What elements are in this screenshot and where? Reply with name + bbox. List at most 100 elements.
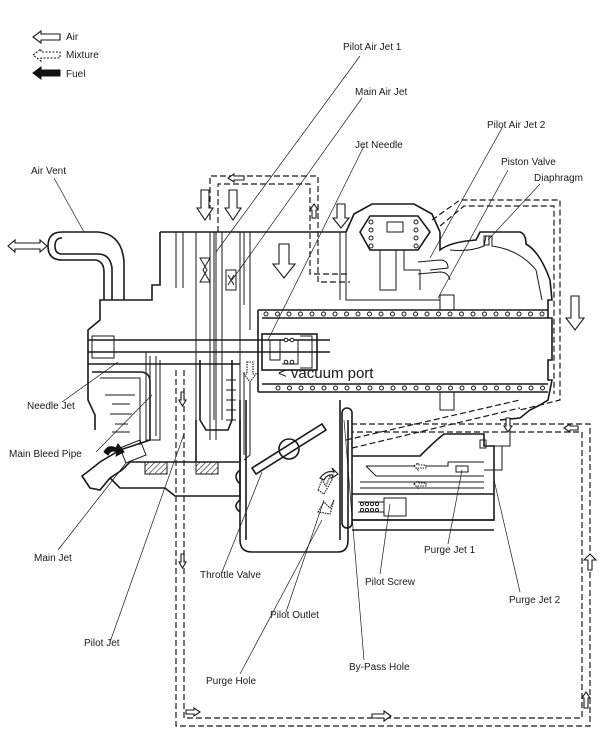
piston-hole [540, 385, 545, 391]
air-down-arrow-icon [195, 189, 215, 221]
piston-hole [482, 385, 488, 391]
label-jet-needle: Jet Needle [355, 140, 403, 151]
throttle-valve-plate [250, 422, 328, 476]
air-down-arrow-icon [223, 189, 243, 221]
piston-hole [390, 385, 396, 391]
carburetor-body [80, 231, 353, 553]
piston-hole [516, 311, 522, 317]
piston-hole [356, 385, 361, 391]
piston-hole [344, 385, 350, 391]
air-down-arrow-icon [331, 203, 351, 229]
air-down-arrow-icon [271, 243, 297, 279]
piston-hole [528, 385, 534, 391]
air-vent [7, 231, 125, 300]
piston-hole [493, 311, 499, 317]
label-diaphragm: Diaphragm [534, 173, 583, 184]
legend-air-label: Air [66, 32, 79, 43]
legend-mixture-label: Mixture [66, 50, 99, 61]
mixture-down-arrow-icon [242, 361, 258, 383]
label-needle-jet: Needle Jet [27, 401, 75, 412]
piston-hole [378, 311, 384, 317]
air-down-arrow-icon [502, 417, 514, 433]
piston-hole [505, 311, 510, 317]
piston-hole [379, 385, 384, 391]
piston-hole [528, 311, 533, 317]
label-purge-jet-1: Purge Jet 1 [424, 545, 476, 556]
legend-item-air: Air [32, 29, 79, 45]
flow-arrows [178, 172, 598, 723]
piston-hole [471, 385, 476, 391]
piston-hole [390, 311, 395, 317]
label-pilot-outlet: Pilot Outlet [270, 610, 319, 621]
part-labels: Pilot Air Jet 1 Main Air Jet Jet Needle … [9, 42, 583, 687]
air-passages [175, 175, 591, 727]
piston-hole [287, 385, 292, 391]
piston-hole [321, 385, 327, 391]
piston-hole [425, 385, 430, 391]
piston-hole [517, 385, 522, 391]
piston-hole [310, 385, 315, 391]
label-purge-jet-2: Purge Jet 2 [509, 595, 561, 606]
piston-hole [470, 311, 476, 317]
label-main-jet: Main Jet [34, 553, 72, 564]
mixture-right-arrow-icon [185, 706, 201, 718]
piston-hole [401, 311, 407, 317]
label-pilot-air-jet-1: Pilot Air Jet 1 [343, 42, 402, 53]
piston-hole [413, 311, 418, 317]
piston-hole [275, 311, 280, 317]
pilot-system [352, 430, 511, 531]
piston-hole [355, 311, 361, 317]
piston-hole-row-upper [263, 311, 545, 317]
mixture-up-arrow-icon [308, 203, 320, 219]
label-main-air-jet: Main Air Jet [355, 87, 407, 98]
label-air-vent: Air Vent [31, 166, 66, 177]
air-down-arrow-icon [564, 295, 586, 331]
fuel-arrow-icon [32, 66, 61, 80]
label-throttle-valve: Throttle Valve [200, 570, 261, 581]
piston-hole [413, 385, 419, 391]
leader-lines [53, 55, 541, 675]
mixture-left-arrow-icon [227, 172, 245, 184]
piston-hole [332, 311, 338, 317]
legend-item-mixture: Mixture [32, 47, 99, 63]
air-arrow-icon [32, 29, 61, 45]
piston-hole [494, 385, 499, 391]
mixture-up-arrow-icon [580, 691, 592, 709]
mixture-down-arrow-icon [178, 391, 187, 408]
piston-hole [298, 385, 304, 391]
mixture-right-arrow-icon [371, 709, 392, 723]
legend-item-fuel: Fuel [32, 66, 85, 80]
mixture-down-arrow-icon [178, 553, 187, 570]
label-pilot-jet: Pilot Jet [84, 638, 120, 649]
piston-hole [505, 385, 511, 391]
piston-hole [367, 385, 373, 391]
legend-fuel-label: Fuel [66, 69, 85, 80]
piston-hole [436, 311, 441, 317]
mixture-up-arrow-icon [582, 553, 598, 571]
piston-hole [321, 311, 326, 317]
piston-hole [424, 311, 430, 317]
piston-hole [286, 311, 292, 317]
piston-hole [459, 311, 464, 317]
label-piston-valve: Piston Valve [501, 157, 556, 168]
vent-double-arrow-icon [7, 238, 48, 254]
piston-hole-row-lower [275, 385, 545, 391]
mixture-arrow-icon [32, 47, 61, 63]
piston-hole [482, 311, 487, 317]
legend: Air Mixture Fuel [32, 29, 99, 80]
piston-hole [448, 385, 453, 391]
label-purge-hole: Purge Hole [206, 676, 256, 687]
piston-hole [367, 311, 372, 317]
piston-hole [344, 311, 349, 317]
piston-hole [459, 385, 465, 391]
piston-hole [309, 311, 315, 317]
mixture-left-arrow-icon [563, 422, 579, 434]
piston-hole [539, 311, 545, 317]
label-pilot-air-jet-2: Pilot Air Jet 2 [487, 120, 546, 131]
label-pilot-screw: Pilot Screw [365, 577, 416, 588]
label-by-pass-hole: By-Pass Hole [349, 662, 410, 673]
fuel-flow-arrow-icon [103, 443, 125, 457]
piston-hole [275, 385, 281, 391]
piston-hole [333, 385, 338, 391]
